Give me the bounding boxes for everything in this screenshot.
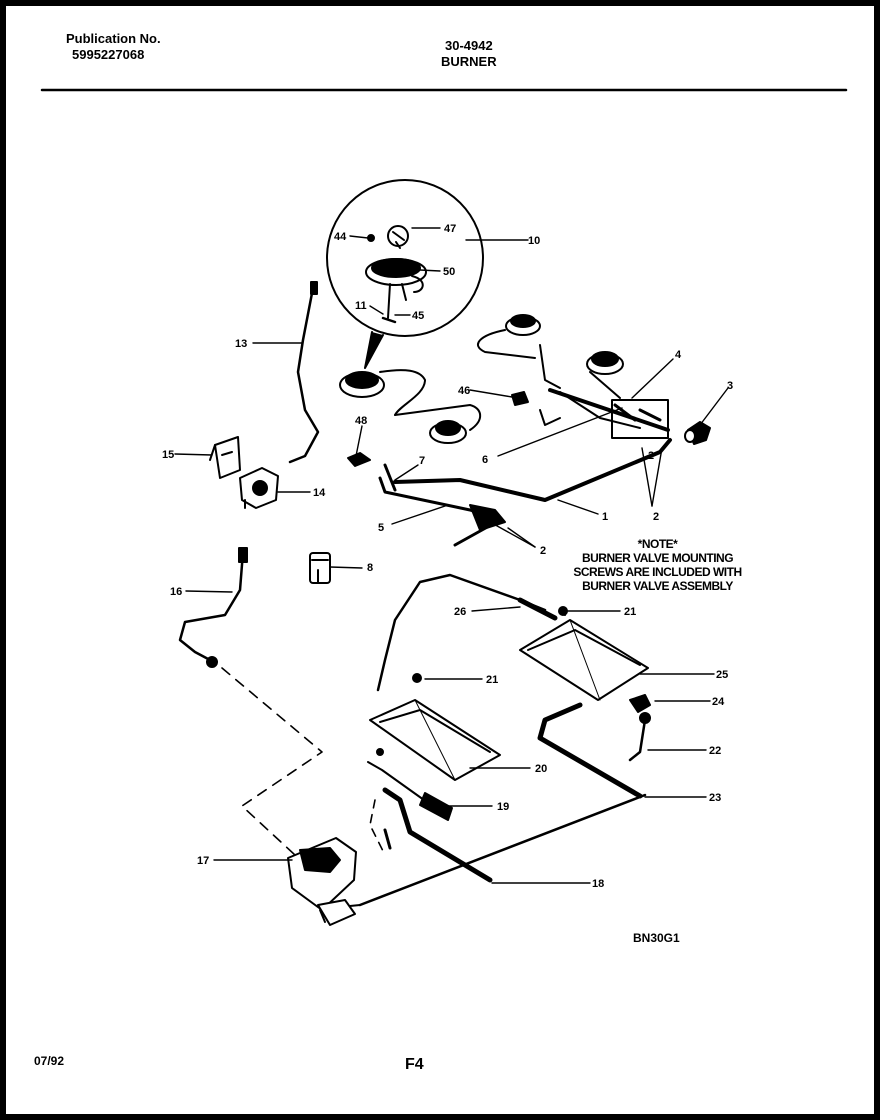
callout-15: 15 [162,449,174,461]
callout-45: 45 [412,310,424,322]
callout-8: 8 [367,562,373,574]
footer-date: 07/92 [34,1054,65,1068]
note-line-3: BURNER VALVE ASSEMBLY [582,579,733,593]
diagram-number: 30-4942 [445,38,493,53]
callout-17: 17 [197,855,209,867]
part-25-plate [519,619,649,701]
callout-3: 3 [727,380,733,392]
part-23-burner [358,702,647,907]
burner-detail-circle [326,179,484,369]
note-heading: *NOTE* [637,537,678,551]
part-18-burner [382,787,493,883]
callout-47: 47 [444,223,456,235]
callout-50: 50 [443,266,455,278]
callout-44: 44 [334,231,347,243]
part-17-oven-control [287,837,361,926]
callout-10: 10 [528,235,540,247]
callout-48: 48 [355,415,367,427]
callout-25: 25 [716,669,728,681]
callout-2b: 2 [648,450,654,462]
publication-number: 5995227068 [72,47,145,62]
callout-6: 6 [482,454,488,466]
callout-2c: 2 [540,545,546,557]
callout-2: 2 [653,511,659,523]
callout-5: 5 [378,522,384,534]
callout-21: 21 [624,606,636,618]
callout-1: 1 [602,511,608,523]
drawing-code: BN30G1 [633,931,680,945]
callout-24: 24 [712,696,725,708]
section-title: BURNER [441,54,497,69]
callout-21b: 21 [486,674,498,686]
diagram-sheet [6,6,874,1114]
callout-4: 4 [675,349,682,361]
part-14-valve [239,467,279,509]
callout-labels: 1 2 2 2 3 4 5 6 7 8 10 11 13 14 15 16 17… [162,223,733,890]
callout-22: 22 [709,745,721,757]
publication-label: Publication No. [66,31,161,46]
callout-20: 20 [535,763,547,775]
callout-23: 23 [709,792,721,804]
manifold-pipe [393,388,672,502]
callout-19: 19 [497,801,509,813]
surface-burner-rear-right [505,314,541,336]
surface-burner-center [429,420,467,444]
callout-16: 16 [170,586,182,598]
callout-11: 11 [355,300,367,312]
part-20-plate [369,699,501,781]
surface-burner-left [339,371,385,398]
surface-burner-front-right [586,351,624,375]
note-block: *NOTE* BURNER VALVE MOUNTING SCREWS ARE … [560,537,755,593]
callout-13: 13 [235,338,247,350]
callout-14: 14 [313,487,326,499]
callout-26: 26 [454,606,466,618]
footer-page: F4 [405,1056,424,1073]
callout-46: 46 [458,385,470,397]
note-line-2: SCREWS ARE INCLUDED WITH [573,565,742,579]
note-line-1: BURNER VALVE MOUNTING [581,551,734,565]
callout-18: 18 [592,878,604,890]
callout-7: 7 [419,455,425,467]
